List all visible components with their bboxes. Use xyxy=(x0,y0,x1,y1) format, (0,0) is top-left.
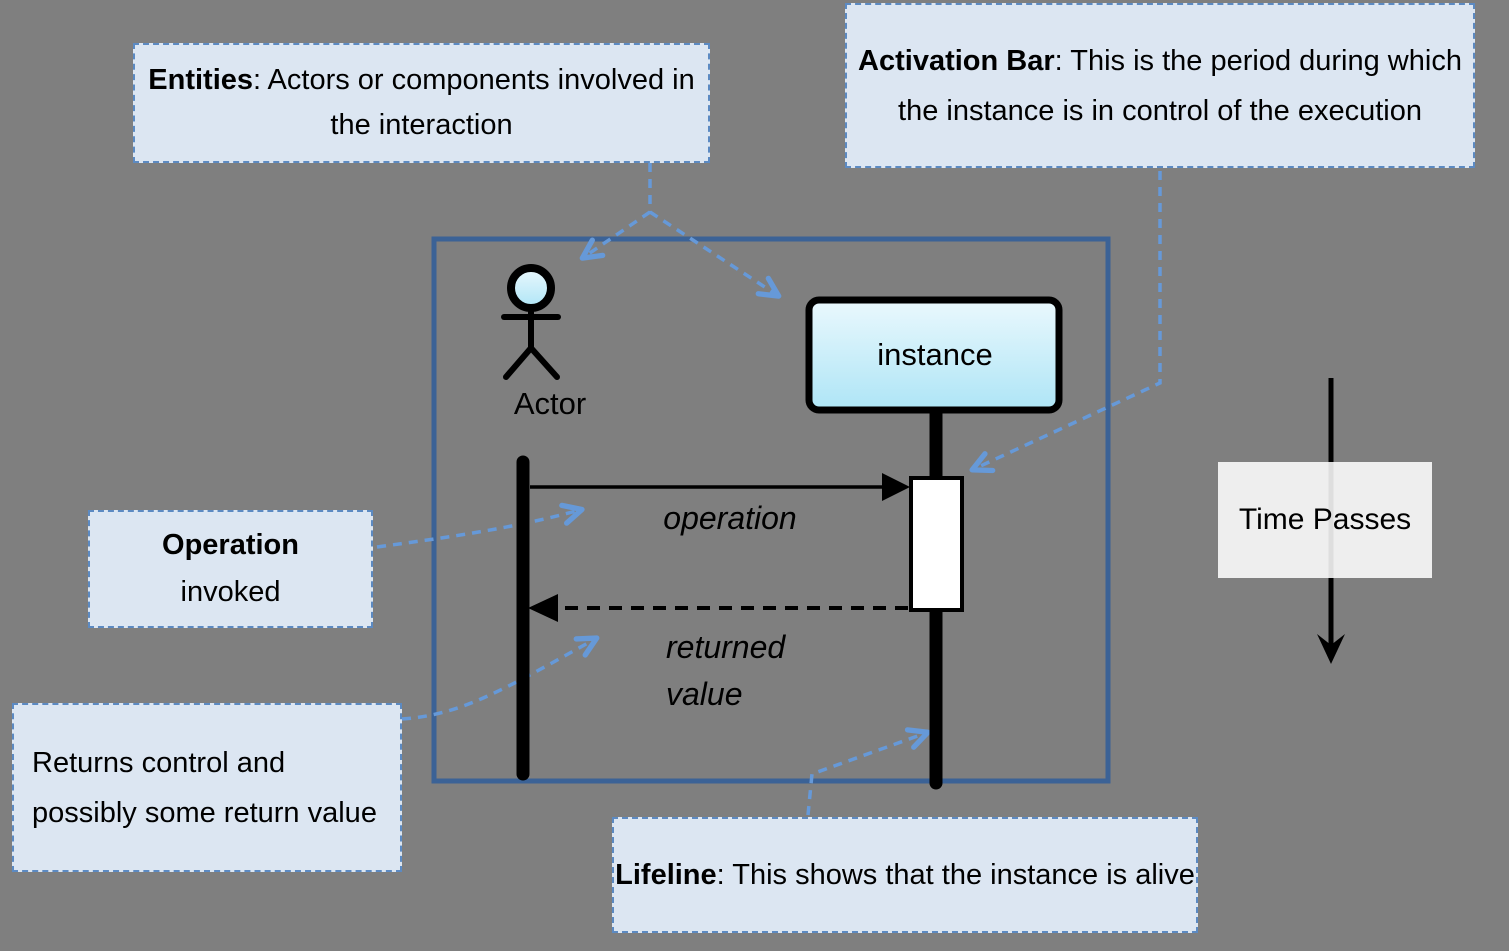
operation-invoked-callout-title: Operation xyxy=(162,529,299,561)
connector-returns-control xyxy=(401,635,600,721)
activation-bar-callout-title: Activation Bar xyxy=(858,44,1055,77)
instance-label: instance xyxy=(877,337,993,372)
entities-callout: Entities: Actors or components involved … xyxy=(133,43,710,163)
connector-activation-bar xyxy=(969,171,1162,474)
returns-control-callout: Returns control and possibly some return… xyxy=(12,703,402,872)
operation-message-label: operation xyxy=(663,500,797,536)
entities-callout-title: Entities xyxy=(148,64,254,96)
actor-icon xyxy=(501,264,561,380)
connector-lifeline xyxy=(806,727,931,816)
activation-bar-callout-text: : This is the period during which the in… xyxy=(898,44,1462,127)
returns-control-callout-text: Returns control and possibly some return… xyxy=(32,746,377,829)
entities-callout-text: : Actors or components involved in the i… xyxy=(253,64,695,141)
actor-label: Actor xyxy=(513,386,587,421)
returned-value-label: returned value xyxy=(666,629,786,712)
connector-entities-to-actor xyxy=(579,210,651,261)
connector-operation-invoked xyxy=(376,502,585,549)
lifeline-callout-text: : This shows that the instance is alive xyxy=(716,859,1195,891)
connector-entities-to-instance xyxy=(649,210,782,299)
time-passes-label: Time Passes xyxy=(1238,503,1412,536)
instance-box xyxy=(805,296,1063,414)
lifeline-callout-title: Lifeline xyxy=(615,859,717,891)
lifeline-callout: Lifeline: This shows that the instance i… xyxy=(612,817,1198,933)
activation-bar-callout: Activation Bar: This is the period durin… xyxy=(845,3,1475,168)
time-passes-box: Time Passes xyxy=(1218,462,1432,578)
operation-invoked-callout: Operation invoked xyxy=(88,510,373,628)
actor-head xyxy=(507,264,555,312)
operation-arrow xyxy=(530,473,910,501)
actor-legs xyxy=(503,345,560,380)
sequence-frame xyxy=(431,236,1111,784)
return-arrow xyxy=(528,594,908,622)
operation-invoked-callout-text: invoked xyxy=(180,576,281,608)
activation-bar xyxy=(909,476,964,612)
